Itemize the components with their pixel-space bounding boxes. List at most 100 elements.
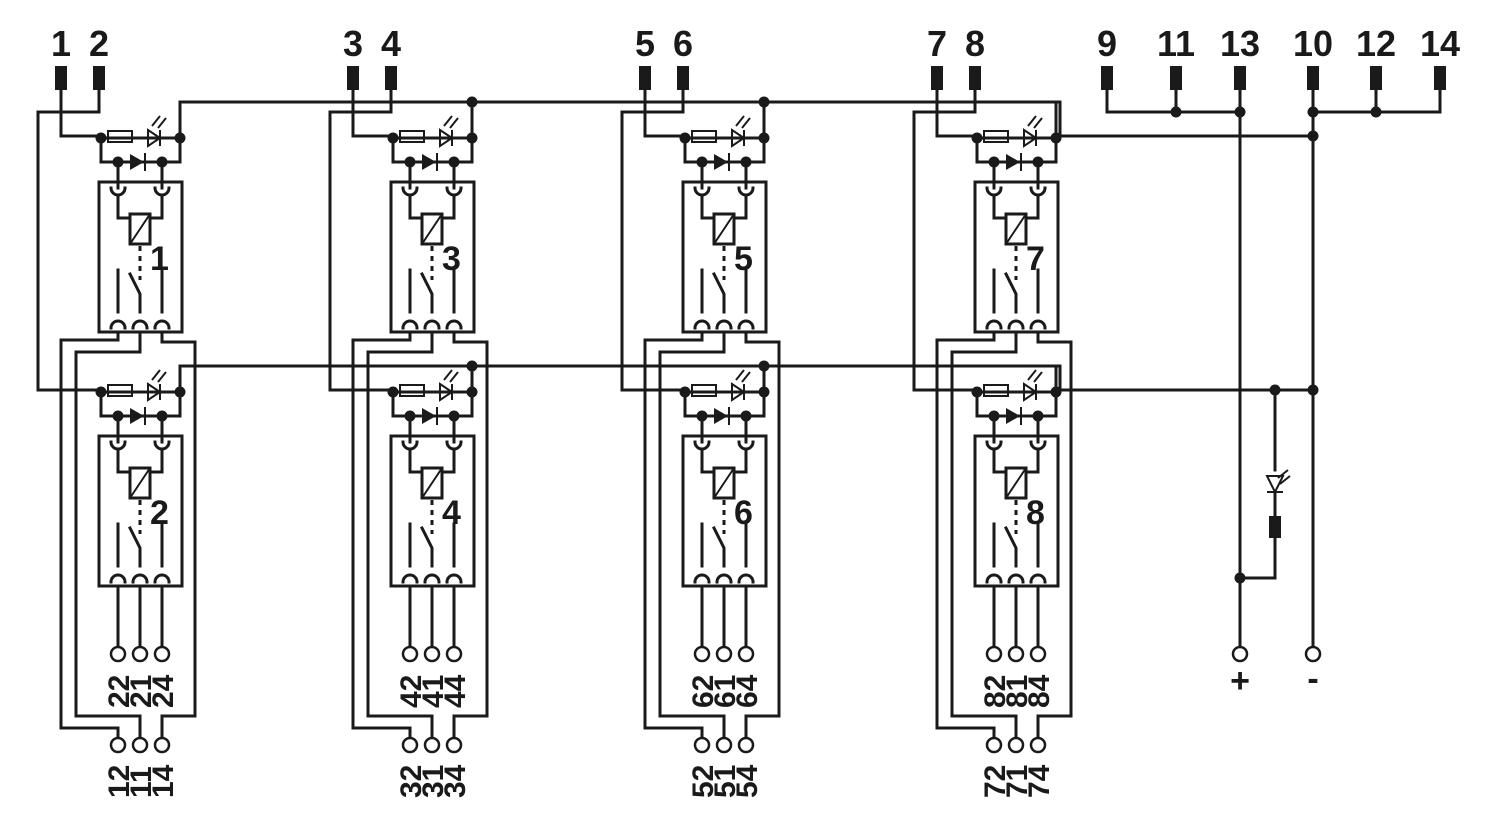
- wire: [408, 448, 424, 474]
- contact-label: 71: [1001, 765, 1034, 798]
- contact-label: 42: [395, 675, 428, 708]
- contact-label: 72: [979, 765, 1012, 798]
- relay-number: 2: [150, 494, 169, 532]
- led-rays: [735, 115, 751, 129]
- contact-label: 12: [103, 765, 136, 798]
- contact-terminal: [737, 645, 755, 663]
- terminal-label: 2: [89, 23, 109, 64]
- resistor-icon: [399, 130, 425, 143]
- plug-cup: [737, 573, 755, 584]
- contact-terminal: [715, 736, 733, 754]
- contact-terminal: [445, 736, 463, 754]
- terminal-pin: [1434, 66, 1446, 90]
- plug-cup: [693, 319, 711, 330]
- terminal-label: 12: [1356, 23, 1396, 64]
- contact-wire: [950, 330, 1018, 747]
- switch-contact: [1003, 271, 1018, 314]
- coil-slash: [1005, 467, 1027, 499]
- resistor-icon: [1269, 516, 1281, 538]
- plug-cup: [153, 573, 171, 584]
- resistor-icon: [983, 130, 1009, 143]
- contact-wire: [658, 330, 726, 747]
- contact-terminal: [109, 736, 127, 754]
- diode-icon: [1006, 154, 1020, 170]
- led-rays: [1027, 115, 1043, 129]
- junction-dot: [1307, 384, 1319, 396]
- wire: [620, 88, 687, 392]
- contact-label: 32: [395, 765, 428, 798]
- wire: [116, 194, 132, 220]
- terminal-pin: [969, 66, 981, 90]
- wire: [700, 448, 716, 474]
- junction-dot: [1370, 106, 1382, 118]
- wires: [36, 66, 1315, 754]
- wire: [935, 88, 979, 138]
- terminal-pin: [677, 66, 689, 90]
- plug-cup: [1029, 319, 1047, 330]
- wire: [1024, 448, 1040, 474]
- contact-label: 44: [439, 674, 472, 708]
- resistor-icon: [107, 130, 133, 143]
- coil-slash: [713, 467, 735, 499]
- wire: [36, 88, 103, 392]
- junction-dot: [466, 96, 478, 108]
- plug-cup: [153, 319, 171, 330]
- contact-wire: [452, 330, 489, 747]
- terminal-label: 5: [635, 23, 655, 64]
- top-bus: [178, 100, 1062, 138]
- wire: [408, 194, 424, 220]
- relay-socket: [681, 180, 768, 334]
- junction-dot: [1234, 572, 1246, 584]
- wire: [732, 448, 748, 474]
- wire: [912, 88, 979, 392]
- switch-contact: [127, 271, 142, 314]
- terminal-pin: [1370, 66, 1382, 90]
- switch-contact: [711, 271, 726, 314]
- contact-terminal: [153, 736, 171, 754]
- contact-wire: [160, 330, 197, 747]
- junction-dot: [466, 360, 478, 372]
- terminal-pin: [1307, 66, 1319, 90]
- wire: [116, 448, 132, 474]
- contact-terminal: [715, 645, 733, 663]
- led-icon: [439, 128, 454, 148]
- plug-cup: [445, 319, 463, 330]
- plug-cup: [1007, 573, 1025, 584]
- plug-cup: [445, 573, 463, 584]
- relay-number: 3: [442, 240, 461, 278]
- relay-socket: [973, 434, 1060, 588]
- terminal-label: 14: [1420, 23, 1460, 64]
- terminal-pin: [385, 66, 397, 90]
- contact-label: 31: [417, 765, 450, 798]
- junction-dot: [758, 96, 770, 108]
- relay-socket: [389, 434, 476, 588]
- diode-icon: [130, 154, 144, 170]
- coil-slash: [421, 467, 443, 499]
- diode-icon: [714, 408, 728, 424]
- led-rays: [1027, 369, 1043, 383]
- terminal-label: 4: [381, 23, 401, 64]
- wire: [643, 88, 687, 138]
- terminal-label: 8: [965, 23, 985, 64]
- relay-number: 5: [734, 240, 753, 278]
- contact-label: 24: [147, 674, 180, 708]
- terminal-label: 9: [1097, 23, 1117, 64]
- led-rays: [151, 115, 167, 129]
- contact-terminal: [985, 645, 1003, 663]
- contact-terminal: [109, 645, 127, 663]
- plug-cup: [1029, 573, 1047, 584]
- switch-contact: [711, 525, 726, 568]
- relay-coil-icon: [1004, 466, 1028, 500]
- junction-dot: [758, 360, 770, 372]
- minus-label: -: [1307, 660, 1318, 698]
- contact-label: 51: [709, 765, 742, 798]
- relay-modules: [95, 115, 1062, 588]
- diode-icon: [714, 154, 728, 170]
- coil-slash: [713, 213, 735, 245]
- contact-label: 82: [979, 675, 1012, 708]
- contact-label: 41: [417, 675, 450, 708]
- relay-coil-icon: [712, 212, 736, 246]
- contact-label: 74: [1023, 764, 1056, 798]
- led-rays: [1277, 469, 1291, 485]
- plug-cup: [423, 573, 441, 584]
